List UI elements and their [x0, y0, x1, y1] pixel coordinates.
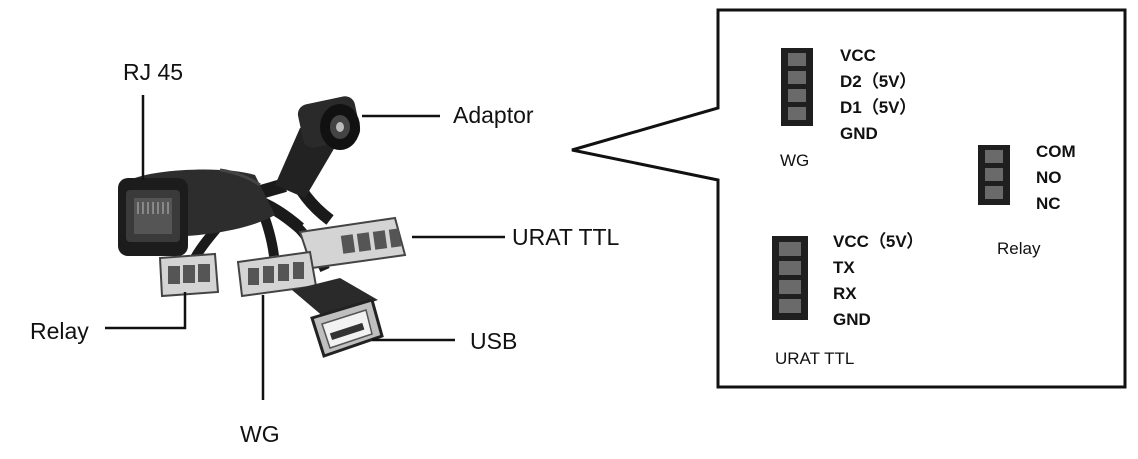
- urat-pin-list: VCC（5V） TX RX GND: [833, 229, 924, 333]
- urat-panel-title: URAT TTL: [775, 349, 855, 368]
- usb-plug: [292, 278, 384, 358]
- relay-pin-2: NO: [1036, 168, 1062, 187]
- relay-panel-title: Relay: [997, 239, 1041, 258]
- relay-pin-list: COM NO NC: [1036, 139, 1076, 217]
- wg-panel-title: WG: [780, 151, 810, 170]
- urat-ttl-connector: [298, 216, 407, 270]
- rj45-label: RJ 45: [123, 59, 184, 85]
- wg-label: WG: [240, 421, 280, 447]
- wg-pin-4: GND: [840, 124, 878, 143]
- relay-pin-1: COM: [1036, 142, 1076, 161]
- relay-pin-3: NC: [1036, 194, 1061, 213]
- rj45-jack: [118, 168, 275, 256]
- wg-pin-3: D1（5V）: [840, 98, 917, 117]
- relay-label: Relay: [30, 318, 89, 344]
- usb-label: USB: [470, 328, 518, 354]
- urat-pin-2: TX: [833, 258, 855, 277]
- urat-pin-1: VCC（5V）: [833, 232, 924, 251]
- urat-pin-4: GND: [833, 310, 871, 329]
- relay-pin-icon: [978, 145, 1010, 205]
- urat-pin-icon: [772, 236, 808, 320]
- wg-pin-2: D2（5V）: [840, 72, 917, 91]
- wg-pin-1: VCC: [840, 46, 876, 65]
- relay-leader: [105, 292, 187, 330]
- leader-lines: [105, 95, 505, 400]
- wg-pin-list: VCC D2（5V） D1（5V） GND: [840, 43, 917, 147]
- adaptor-label: Adaptor: [453, 102, 534, 128]
- wg-pin-icon: [781, 48, 813, 126]
- relay-connector: [158, 252, 220, 298]
- urat-ttl-label: URAT TTL: [512, 224, 620, 250]
- callout-panel: [571, 8, 1127, 389]
- urat-pin-3: RX: [833, 284, 857, 303]
- adaptor-plug: [275, 96, 361, 198]
- cable-assembly-drawing: [118, 96, 407, 358]
